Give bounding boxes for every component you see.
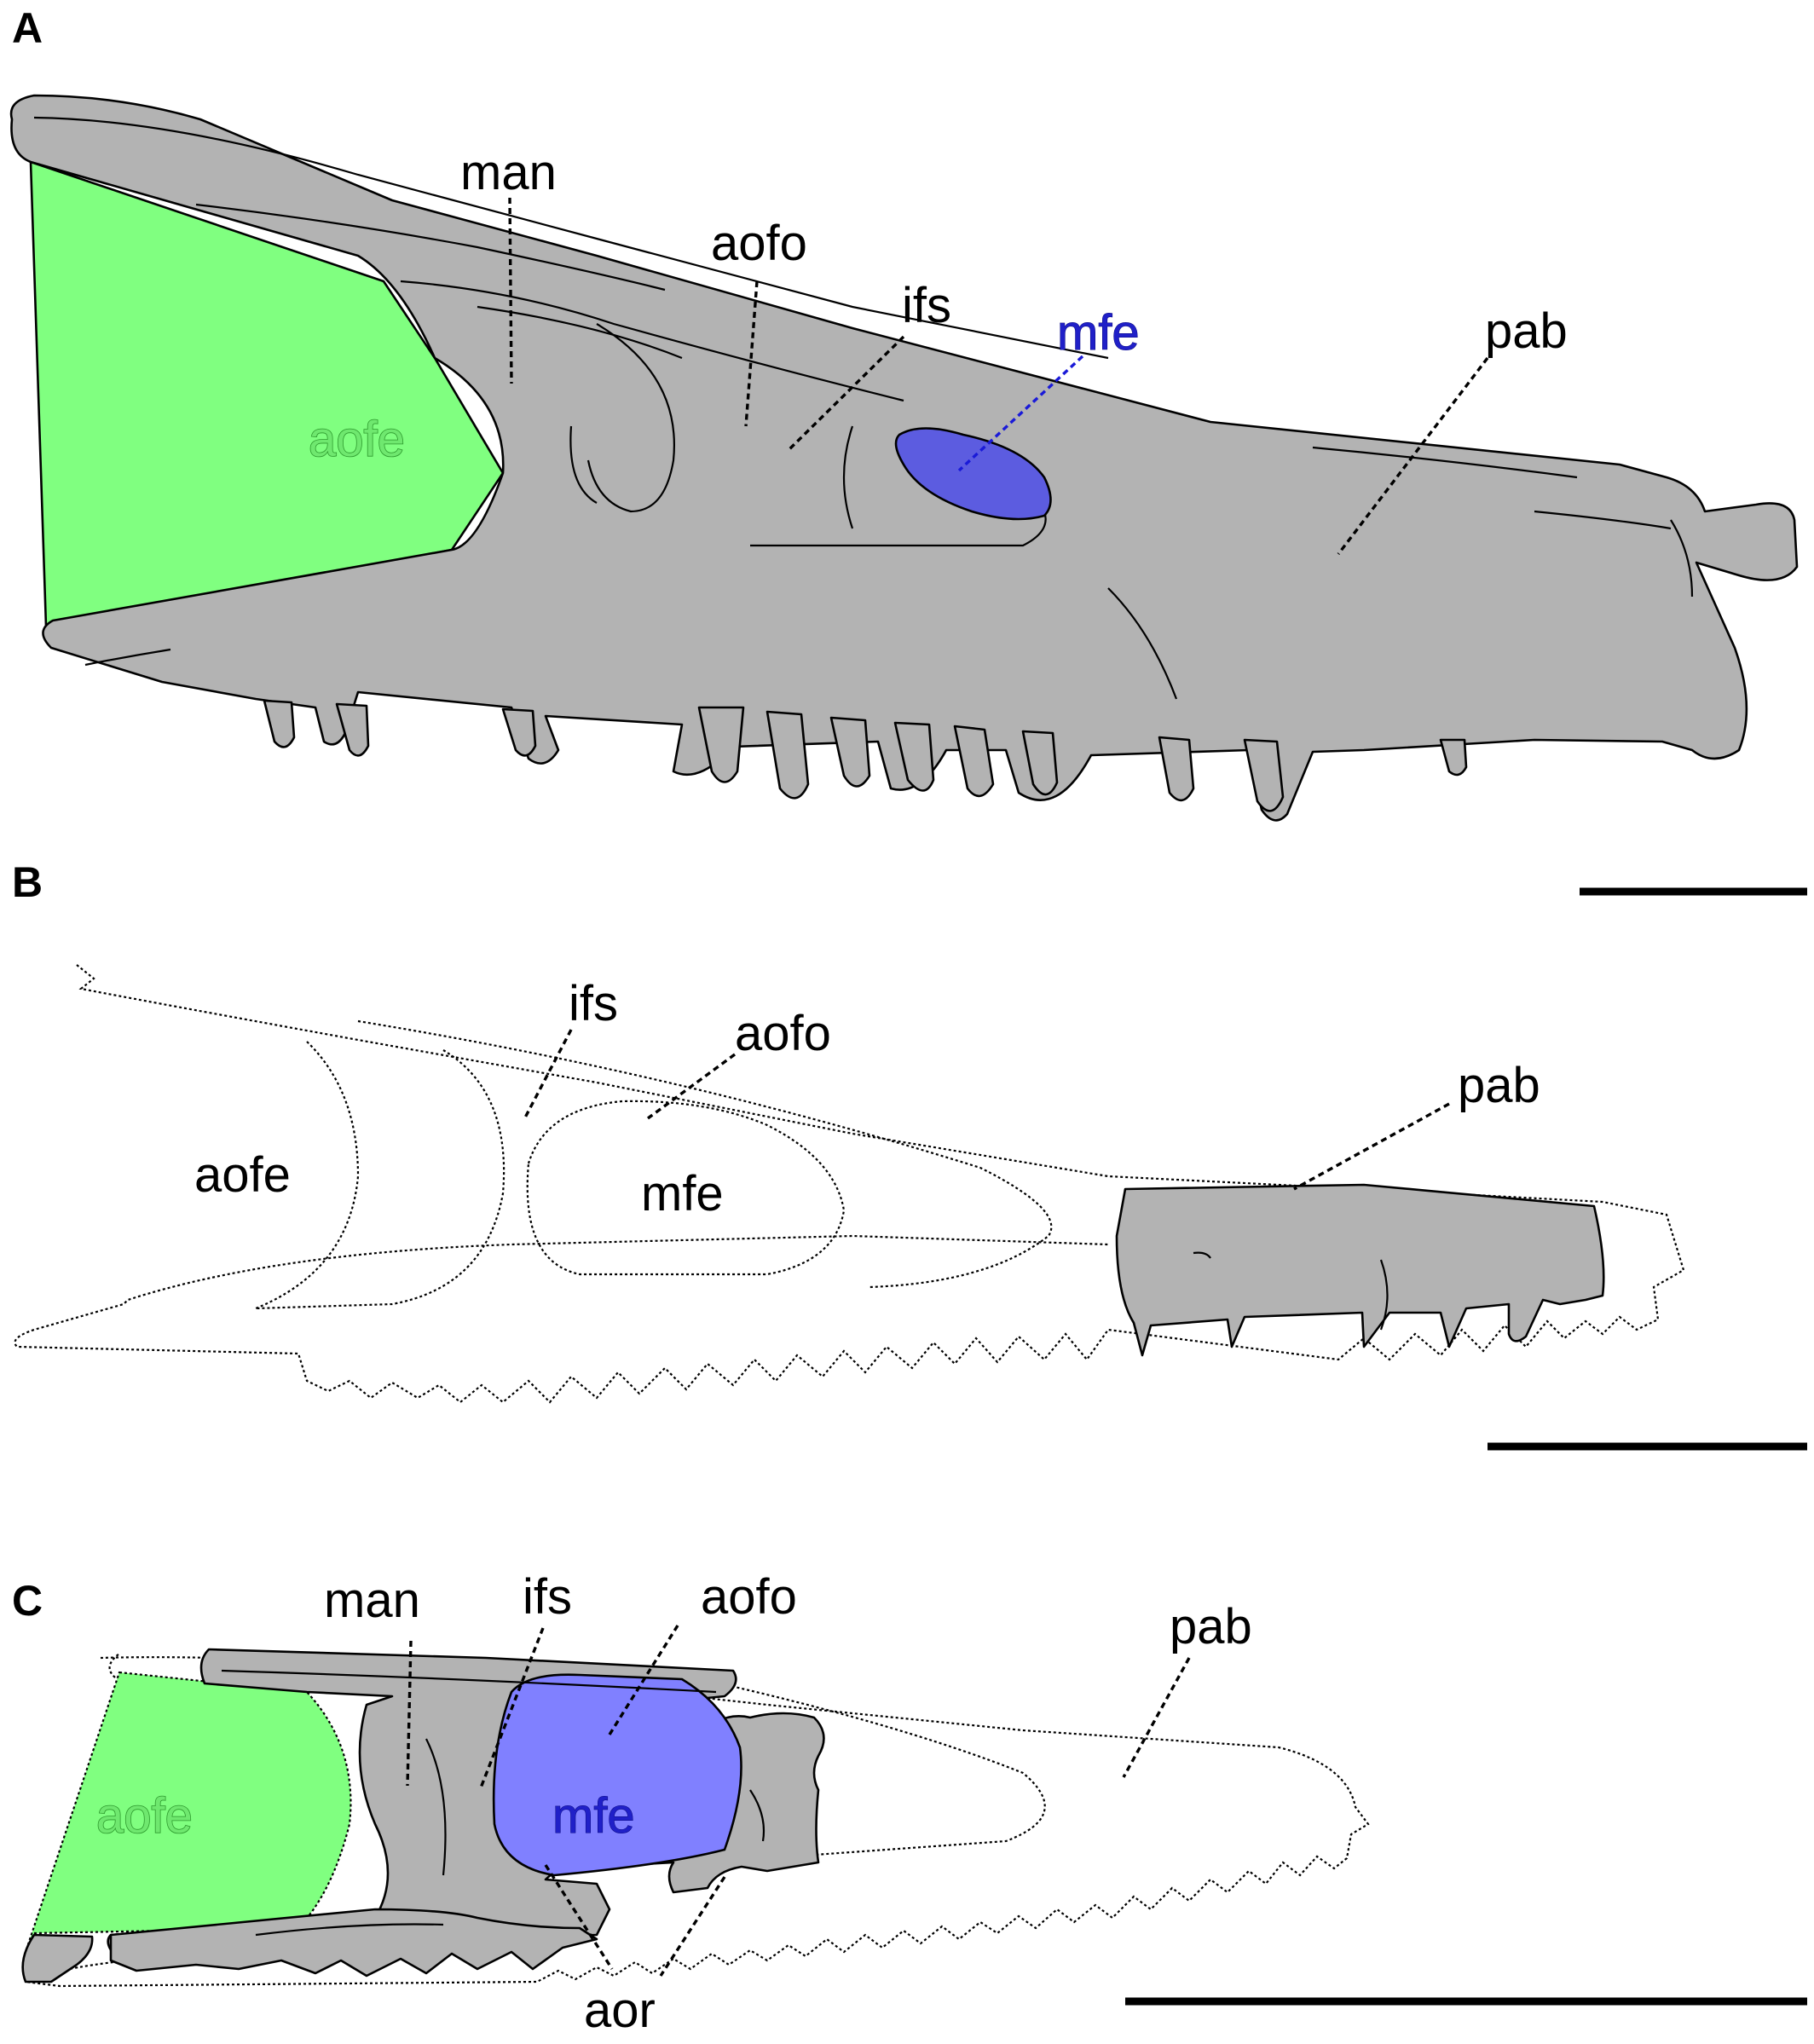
panel-a-label-man: man — [460, 145, 557, 200]
panel-c-promaxillary-ridge — [681, 1673, 1046, 1860]
panel-c-label-pab: pab — [1170, 1599, 1252, 1654]
panel-b-leader-pab — [1293, 1102, 1450, 1191]
panel-c-leader-aor-right — [659, 1876, 726, 1977]
panel-b: B ifs aofo pab aofe mfe — [12, 858, 1807, 1451]
panel-b-leader-ifs — [523, 1029, 573, 1120]
panel-c-maxilla-ventral — [109, 1908, 598, 1978]
panel-b-antorbital-fenestra-outline — [255, 1049, 505, 1310]
panel-c-label-man: man — [324, 1573, 420, 1628]
panel-a-leader-mfe — [957, 355, 1084, 472]
panel-c-sutures — [221, 1669, 765, 1937]
panel-b-leader-aofo — [646, 1053, 737, 1120]
panel-a-leader-ifs — [787, 335, 905, 452]
panel-a-teeth — [263, 699, 1468, 812]
panel-a: A — [9, 4, 1807, 896]
panel-b-letter: B — [12, 858, 43, 906]
panel-c-label-mfe: mfe — [552, 1788, 635, 1844]
panel-a-label-pab: pab — [1485, 303, 1568, 359]
panel-b-label-ifs: ifs — [569, 976, 618, 1031]
panel-c-leader-ifs — [478, 1627, 545, 1791]
panel-b-preserved-bone — [1115, 1183, 1605, 1357]
panel-c-leader-aor-left — [544, 1864, 614, 1970]
panel-c-label-aofo: aofo — [701, 1569, 797, 1625]
panel-c-leader-aofo — [608, 1625, 679, 1735]
panel-a-sutures — [33, 116, 1694, 700]
panel-c-label-aor: aor — [584, 1983, 656, 2038]
panel-b-maxillary-fenestra-outline — [526, 1100, 846, 1276]
panel-b-skull-outline — [14, 964, 1685, 1404]
panel-a-leader-man — [508, 197, 513, 384]
panel-b-label-pab: pab — [1458, 1058, 1540, 1113]
panel-b-label-mfe: mfe — [641, 1166, 724, 1221]
panel-b-promaxillary-ridge — [357, 1019, 1053, 1289]
panel-c-letter: C — [12, 1577, 43, 1625]
panel-a-label-ifs: ifs — [902, 278, 951, 333]
panel-c-premaxilla-fragment — [21, 1933, 94, 1983]
panel-c-label-aofe: aofe — [96, 1788, 193, 1844]
panel-c-leader-pab — [1122, 1657, 1191, 1778]
panel-a-label-aofo: aofo — [711, 216, 807, 271]
panel-c-leader-man — [406, 1640, 413, 1787]
panel-a-maxillary-fenestra — [894, 427, 1052, 521]
panel-a-letter: A — [12, 4, 43, 52]
panel-b-label-aofo: aofo — [735, 1006, 831, 1061]
panel-c: C man ifs aofo pab aofe — [12, 1569, 1807, 2038]
panel-a-leader-aofo — [744, 280, 759, 427]
panel-a-label-aofe: aofe — [309, 412, 405, 467]
panel-c-maxillary-fenestra — [492, 1673, 742, 1877]
panel-c-label-ifs: ifs — [523, 1569, 572, 1625]
panel-a-leader-pab — [1337, 356, 1489, 556]
panel-a-label-mfe: mfe — [1057, 305, 1140, 361]
panel-b-label-aofe: aofe — [194, 1147, 291, 1203]
